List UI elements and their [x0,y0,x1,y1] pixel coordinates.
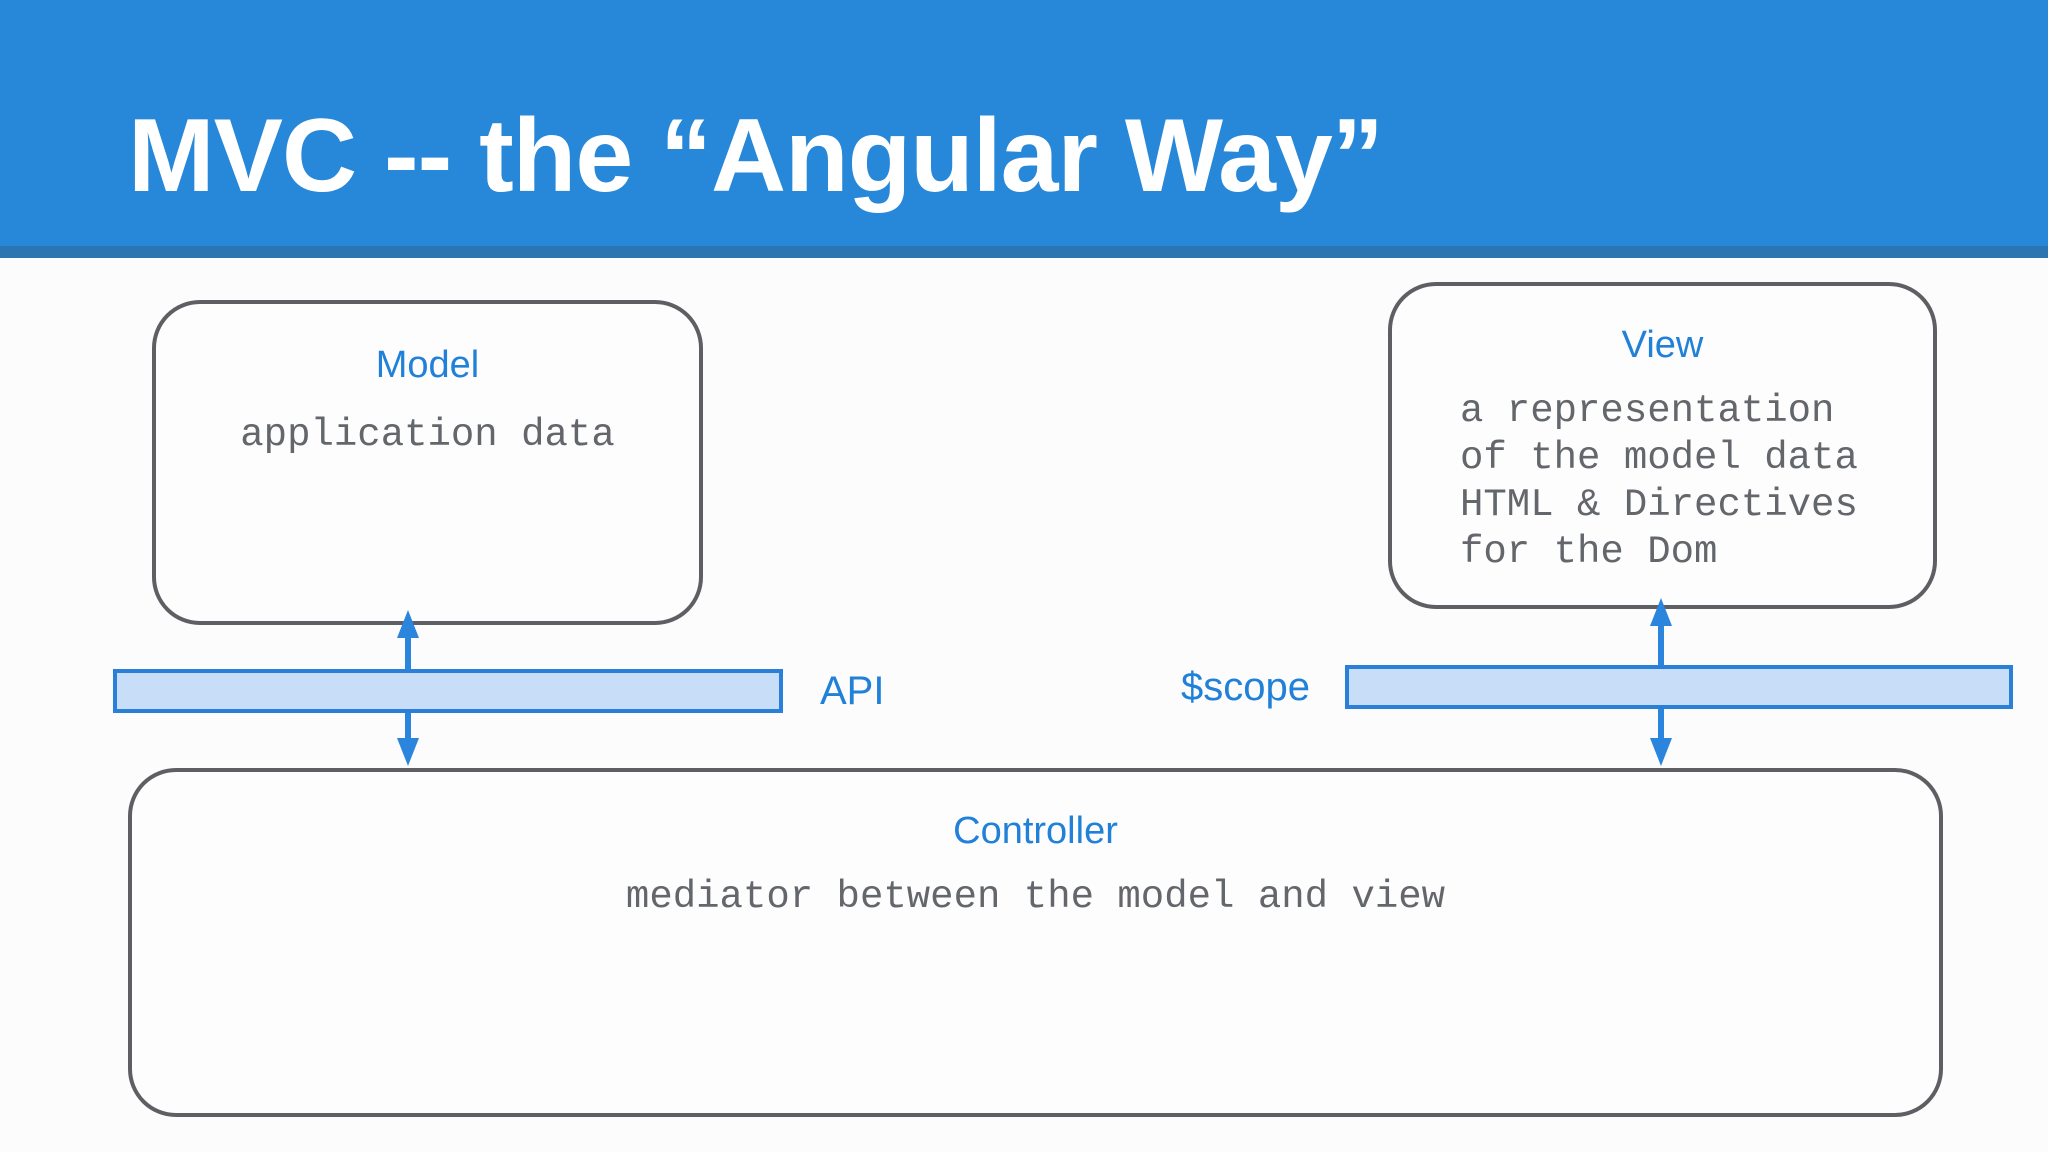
model-box: Model application data [152,300,703,625]
page-title: MVC -- the “Angular Way” [128,98,1384,214]
controller-box-body: mediator between the model and view [625,875,1446,919]
model-box-title: Model [375,344,480,386]
model-box-body: application data [240,413,615,457]
api-bar [113,669,783,713]
controller-box: Controller mediator between the model an… [128,768,1943,1117]
api-controller-arrow-down-icon [397,713,419,766]
view-box-title: View [1621,324,1704,366]
view-scope-arrow-up-icon [1650,598,1672,666]
view-body-line: HTML & Directives [1460,483,1858,527]
api-label: API [820,669,885,713]
view-box-body: a representation of the model data HTML … [1392,388,1933,576]
view-body-line: for the Dom [1460,530,1718,574]
model-api-arrow-up-icon [397,610,419,670]
scope-bar [1345,665,2013,709]
scope-controller-arrow-down-icon [1650,709,1672,766]
header-banner: MVC -- the “Angular Way” [0,0,2048,246]
header-accent-stripe [0,246,2048,258]
scope-label: $scope [1181,665,1310,709]
view-body-line: a representation [1460,389,1835,433]
view-box: View a representation of the model data … [1388,282,1937,609]
view-body-line: of the model data [1460,436,1858,480]
controller-box-title: Controller [953,810,1118,852]
